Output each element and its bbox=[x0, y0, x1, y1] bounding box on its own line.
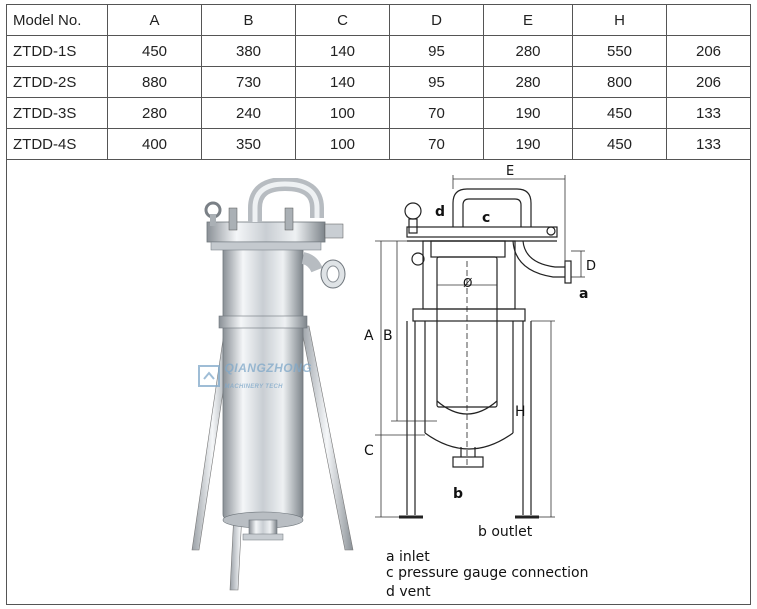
header-cell: Model No. bbox=[6, 4, 108, 36]
table-cell: 140 bbox=[295, 35, 390, 67]
table-cell: 206 bbox=[666, 35, 751, 67]
spec-table: Model No. A B C D E H ZTDD-1S 450 380 14… bbox=[6, 4, 751, 160]
table-cell: ZTDD-1S bbox=[6, 35, 108, 67]
table-cell: 550 bbox=[572, 35, 667, 67]
table-cell: 240 bbox=[201, 97, 296, 129]
table-cell: ZTDD-3S bbox=[6, 97, 108, 129]
table-cell: 280 bbox=[107, 97, 202, 129]
dim-label-e: E bbox=[506, 164, 515, 179]
table-cell: 280 bbox=[483, 35, 573, 67]
header-cell: C bbox=[295, 4, 390, 36]
brand-watermark: QIANGZHONG MACHINERY TECH bbox=[198, 360, 312, 392]
watermark-sub-text: MACHINERY TECH bbox=[224, 384, 283, 390]
header-cell: D bbox=[389, 4, 484, 36]
dim-label-phi: Ø bbox=[463, 276, 473, 290]
table-row: ZTDD-2S 880 730 140 95 280 800 206 bbox=[6, 66, 751, 98]
table-header-row: Model No. A B C D E H bbox=[6, 4, 751, 36]
table-cell: 450 bbox=[107, 35, 202, 67]
dim-label-c: C bbox=[364, 443, 374, 459]
header-cell: H bbox=[572, 4, 667, 36]
dimension-drawing bbox=[375, 175, 585, 519]
table-cell: 95 bbox=[389, 66, 484, 98]
table-cell: 190 bbox=[483, 128, 573, 160]
dim-label-a-inlet: a bbox=[579, 286, 589, 302]
table-cell: 800 bbox=[572, 66, 667, 98]
table-cell: ZTDD-4S bbox=[6, 128, 108, 160]
legend-item-vent: d vent bbox=[386, 584, 431, 600]
product-figure-frame bbox=[6, 159, 751, 605]
table-cell: 450 bbox=[572, 97, 667, 129]
dim-label-c-gauge: c bbox=[482, 210, 491, 226]
dim-label-a: A bbox=[364, 328, 374, 344]
dim-label-b-outlet: b bbox=[453, 486, 464, 502]
header-cell: A bbox=[107, 4, 202, 36]
table-cell: 133 bbox=[666, 97, 751, 129]
table-cell: 100 bbox=[295, 97, 390, 129]
table-cell: 280 bbox=[483, 66, 573, 98]
table-cell: 70 bbox=[389, 97, 484, 129]
table-cell: 100 bbox=[295, 128, 390, 160]
filter-housing-photo bbox=[191, 178, 354, 591]
table-cell: 206 bbox=[666, 66, 751, 98]
table-cell: ZTDD-2S bbox=[6, 66, 108, 98]
watermark-main-text: QIANGZHONG bbox=[224, 361, 313, 375]
table-cell: 400 bbox=[107, 128, 202, 160]
dim-label-d: D bbox=[586, 259, 597, 274]
header-cell: E bbox=[483, 4, 573, 36]
table-row: ZTDD-3S 280 240 100 70 190 450 133 bbox=[6, 97, 751, 129]
legend-item-inlet: a inlet bbox=[386, 549, 430, 565]
table-cell: 190 bbox=[483, 97, 573, 129]
table-cell: 880 bbox=[107, 66, 202, 98]
table-cell: 133 bbox=[666, 128, 751, 160]
brand-logo-icon bbox=[198, 365, 220, 387]
table-cell: 450 bbox=[572, 128, 667, 160]
table-cell: 730 bbox=[201, 66, 296, 98]
table-row: ZTDD-4S 400 350 100 70 190 450 133 bbox=[6, 128, 751, 160]
legend-item-gauge: c pressure gauge connection bbox=[386, 565, 589, 581]
dim-label-h: H bbox=[515, 404, 526, 420]
table-cell: 95 bbox=[389, 35, 484, 67]
header-cell bbox=[666, 4, 751, 36]
outlet-caption: b outlet bbox=[478, 524, 533, 540]
table-cell: 350 bbox=[201, 128, 296, 160]
table-cell: 140 bbox=[295, 66, 390, 98]
table-cell: 70 bbox=[389, 128, 484, 160]
dim-label-b: B bbox=[383, 328, 393, 344]
table-row: ZTDD-1S 450 380 140 95 280 550 206 bbox=[6, 35, 751, 67]
header-cell: B bbox=[201, 4, 296, 36]
dim-label-d-vent: d bbox=[435, 204, 446, 220]
table-cell: 380 bbox=[201, 35, 296, 67]
